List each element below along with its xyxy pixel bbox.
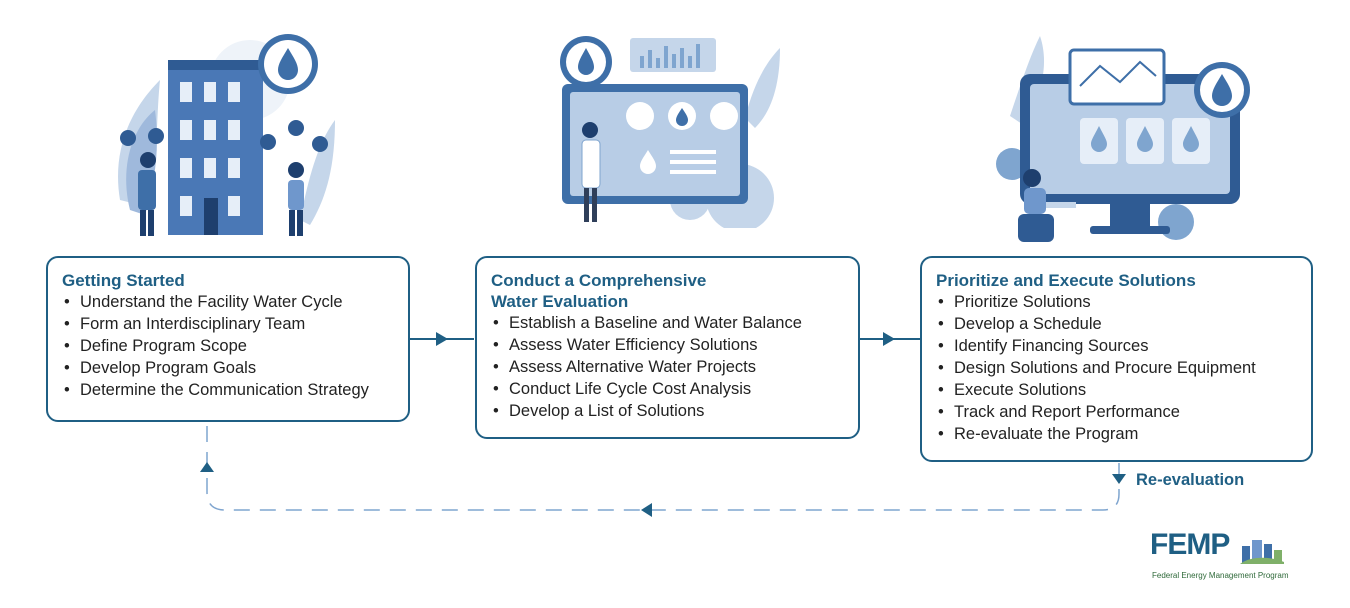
- re-evaluation-loop: [206, 424, 1120, 511]
- step-getting-started: Getting Started Understand the Facility …: [46, 256, 410, 422]
- logo-tagline: Federal Energy Management Program: [1152, 571, 1289, 580]
- list-item: Re-evaluate the Program: [936, 423, 1297, 445]
- list-item: Develop a List of Solutions: [491, 400, 844, 422]
- step-water-evaluation: Conduct a Comprehensive Water Evaluation…: [475, 256, 860, 439]
- list-item: Develop a Schedule: [936, 313, 1297, 335]
- list-item: Assess Alternative Water Projects: [491, 356, 844, 378]
- list-item: Track and Report Performance: [936, 401, 1297, 423]
- list-item: Develop Program Goals: [62, 357, 394, 379]
- arrow-right-icon: [883, 332, 895, 346]
- step-item-list: Prioritize Solutions Develop a Schedule …: [936, 291, 1297, 445]
- step-item-list: Establish a Baseline and Water Balance A…: [491, 312, 844, 422]
- arrow-right-icon: [436, 332, 448, 346]
- building-skyline-icon: [1240, 540, 1284, 564]
- step-title-line: Water Evaluation: [491, 292, 629, 311]
- step-title-line: Conduct a Comprehensive: [491, 271, 707, 290]
- step-prioritize-execute: Prioritize and Execute Solutions Priorit…: [920, 256, 1313, 462]
- list-item: Prioritize Solutions: [936, 291, 1297, 313]
- step-title: Prioritize and Execute Solutions: [936, 271, 1196, 290]
- list-item: Determine the Communication Strategy: [62, 379, 394, 401]
- arrow-down-icon: [1112, 474, 1126, 484]
- list-item: Understand the Facility Water Cycle: [62, 291, 394, 313]
- monitor-illustration: [996, 36, 1250, 242]
- arrow-up-icon: [200, 462, 214, 472]
- femp-logo: FEMP Federal Energy Management Program: [1148, 528, 1289, 588]
- step-title: Conduct a Comprehensive Water Evaluation: [491, 270, 844, 312]
- building-illustration: [118, 34, 335, 236]
- list-item: Design Solutions and Procure Equipment: [936, 357, 1297, 379]
- list-item: Form an Interdisciplinary Team: [62, 313, 394, 335]
- arrow-left-icon: [641, 503, 652, 517]
- list-item: Establish a Baseline and Water Balance: [491, 312, 844, 334]
- step-title: Getting Started: [62, 271, 185, 290]
- dashboard-illustration: [560, 36, 780, 228]
- re-evaluation-label: Re-evaluation: [1136, 471, 1245, 489]
- list-item: Execute Solutions: [936, 379, 1297, 401]
- list-item: Define Program Scope: [62, 335, 394, 357]
- list-item: Identify Financing Sources: [936, 335, 1297, 357]
- step-item-list: Understand the Facility Water Cycle Form…: [62, 291, 394, 401]
- list-item: Conduct Life Cycle Cost Analysis: [491, 378, 844, 400]
- logo-wordmark: FEMP: [1150, 528, 1230, 561]
- list-item: Assess Water Efficiency Solutions: [491, 334, 844, 356]
